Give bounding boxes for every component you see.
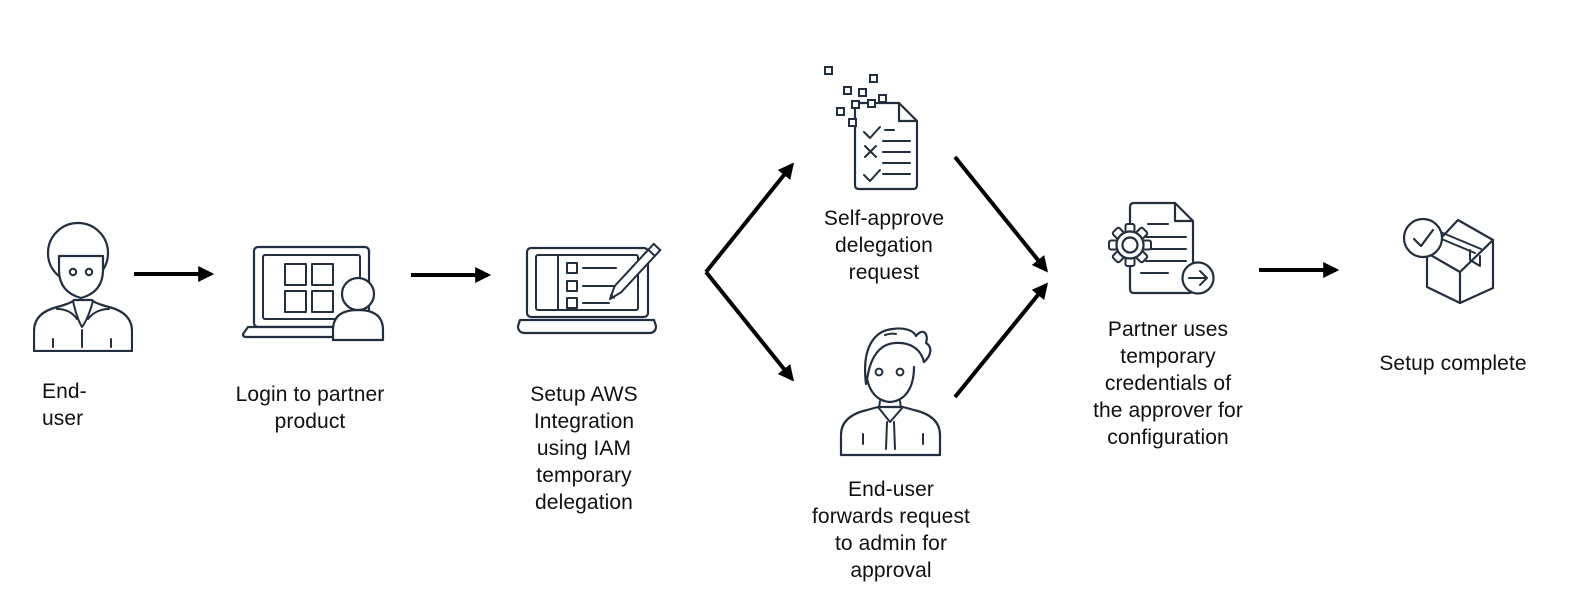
label-complete: Setup complete xyxy=(1379,352,1527,375)
person-icon xyxy=(33,217,133,352)
document-gear-arrow-icon xyxy=(1098,196,1216,304)
arrow-setup-branch xyxy=(700,146,812,405)
label-self-approve: Self-approve delegation request xyxy=(823,207,945,284)
person-tie-icon xyxy=(833,322,948,457)
label-login: Login to partner product xyxy=(235,383,385,433)
label-forward: End-user forwards request to admin for a… xyxy=(811,478,970,582)
arrow-partner-to-complete xyxy=(1256,254,1351,291)
arrow-self-approve-to-partner xyxy=(953,155,1049,273)
laptop-checklist-pencil-icon xyxy=(513,238,663,343)
arrow-setup-to-forward xyxy=(704,270,795,382)
arrow-setup-to-self-approve xyxy=(704,162,795,274)
arrow-forward-to-partner xyxy=(953,282,1049,399)
label-end-user: End- user xyxy=(42,380,87,430)
package-check-icon xyxy=(1388,208,1500,320)
gear-icon xyxy=(1108,223,1152,267)
pencil-icon xyxy=(609,242,662,300)
laptop-user-icon xyxy=(240,244,390,344)
arrow-converge xyxy=(948,146,1060,413)
proceed-arrow-icon xyxy=(1181,261,1215,295)
label-partner: Partner uses temporary credentials of th… xyxy=(1093,318,1243,449)
label-setup: Setup AWS Integration using IAM temporar… xyxy=(530,383,638,514)
arrow-login-to-setup xyxy=(408,259,503,296)
document-checklist-pixels-icon xyxy=(813,53,923,193)
arrow-end-user-to-login xyxy=(131,258,226,295)
pixel-squares xyxy=(824,66,887,127)
